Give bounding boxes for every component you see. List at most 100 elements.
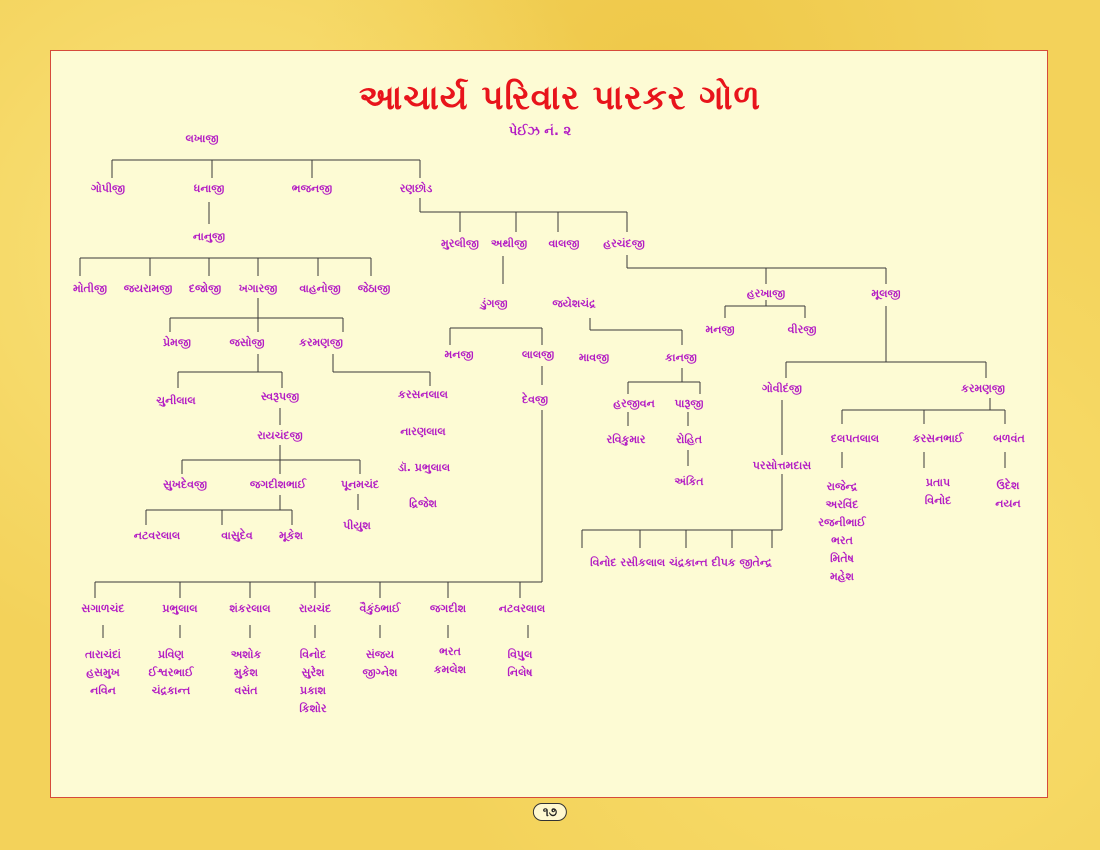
node-nanuji: નાનુજી: [192, 230, 226, 243]
node-paruji: પારૂજી: [674, 397, 704, 410]
page-number: ૧૭: [532, 803, 568, 821]
list-item: તારાચંદાં: [84, 648, 122, 661]
node-murliji: મુરલીજી: [441, 237, 479, 250]
node-ankit: અંકિત: [674, 475, 704, 488]
node-dr-prabhulal: ડૉ. પ્રભુલાલ: [397, 461, 451, 474]
node-dungji: ડુંગજી: [480, 297, 508, 310]
list-balvant-children: ઉદેશ નયન: [995, 477, 1020, 513]
node-lalji: લાલજી: [521, 348, 555, 361]
node-karsanlal: કરસનલાલ: [398, 388, 448, 401]
list-item: રાજેન્દ્ર: [826, 480, 858, 493]
list-item: કમલેશ: [433, 663, 467, 676]
list-item: જીગ્નેશ: [362, 666, 398, 679]
node-jayramji: જયરામજી: [123, 282, 173, 295]
list-shankarlal-children: અશોક મુકેશ વસંત: [231, 646, 262, 700]
node-lakhaji: લખાજી: [185, 132, 219, 145]
list-item: વિનોદ: [299, 648, 327, 661]
page-title: આચાર્ય પરિવાર પારકર ગોળ: [359, 78, 761, 118]
node-khagarji: ખગારજી: [238, 282, 278, 295]
list-item: મિતેષ: [830, 552, 854, 565]
node-parsotamdas-sons: વિનોદ રસીકલાલ ચંદ્રકાન્ત દીપક જીતેન્દ્ર: [590, 556, 772, 569]
list-item: ભરત: [831, 534, 853, 547]
page-frame: [50, 50, 1048, 798]
list-karsanbhai-children: પ્રતાપ વિનોદ: [925, 474, 951, 510]
list-item: પ્રવિણ: [157, 648, 185, 661]
list-item: નિલેષ: [507, 666, 533, 679]
node-karmanji-1: કરમણજી: [299, 336, 343, 349]
node-harkhaji: હરખાજી: [746, 287, 786, 300]
list-jagdish-children: ભરત કમલેશ: [434, 643, 466, 679]
node-parsotamdas: પરસોત્તમદાસ: [752, 459, 812, 472]
list-item: પ્રતાપ: [925, 476, 951, 489]
node-devji: દેવજી: [521, 393, 549, 406]
node-jagdish: જગદીશ: [429, 602, 467, 615]
node-jasoji: જસોજી: [229, 336, 265, 349]
node-chunilal: ચુનીલાલ: [156, 394, 196, 407]
node-naranlal: નારણલાલ: [400, 425, 446, 438]
node-harchandji: હરચંદજી: [603, 237, 645, 250]
list-item: અશોક: [230, 648, 262, 661]
node-viraji: વીરજી: [787, 323, 817, 336]
node-swarupji: સ્વરૂપજી: [260, 390, 300, 403]
list-item: વસંત: [234, 684, 258, 697]
list-item: વિપુલ: [507, 648, 533, 661]
list-item: વિનોદ: [924, 494, 952, 507]
list-item: કિશોર: [299, 702, 327, 715]
list-item: સુરેશ: [301, 666, 325, 679]
node-motiji: મોતીજી: [72, 282, 108, 295]
node-govindji: ગોવીદંજી: [762, 382, 802, 395]
list-item: નવિન: [90, 684, 116, 697]
list-item: મહેશ: [829, 570, 855, 583]
list-natvarlal-2-children: વિપુલ નિલેષ: [507, 646, 532, 682]
node-sukhdevji: સુખદેવજી: [163, 478, 207, 491]
node-vahanoji: વાહનોજી: [299, 282, 341, 295]
node-karsanbhai: કરસનભાઈ: [912, 432, 964, 445]
node-manji-2: મનજી: [705, 323, 735, 336]
list-item: અરવિંદ: [825, 498, 859, 511]
node-sagalchand: સગાળચંદ: [81, 602, 125, 615]
node-piyush: પીયુશ: [343, 519, 371, 532]
node-karmanji-2: કરમણજી: [961, 382, 1005, 395]
list-raychand-children: વિનોદ સુરેશ પ્રકાશ કિશોર: [299, 646, 326, 718]
list-item: રજનીભાઈ: [818, 516, 866, 529]
node-ranchhod: રણછોડ: [399, 182, 433, 195]
node-mulaji: મૂલજી: [871, 287, 901, 300]
list-item: ચંદ્રકાન્ત: [151, 684, 191, 697]
node-valji: વાલજી: [548, 237, 580, 250]
list-item: ભરત: [439, 645, 461, 658]
node-premji: પ્રેમજી: [163, 336, 191, 349]
node-harjivan: હરજીવન: [613, 397, 655, 410]
node-jagdishbhai: જગદીશભાઈ: [249, 478, 307, 491]
node-jethaji: જેઠાજી: [357, 282, 391, 295]
node-natvarlal-2: નટવરલાલ: [498, 602, 546, 615]
node-athiji: અથીજી: [490, 237, 528, 250]
node-raychandji: રાયચંદજી: [257, 429, 303, 442]
list-item: ઈશ્વરભાઈ: [148, 666, 194, 679]
list-item: મુકેશ: [233, 666, 259, 679]
node-raychand: રાયચંદ: [298, 602, 332, 615]
page-subtitle: પેઈઝ નં. ૨: [508, 124, 572, 139]
node-rohit: રોહિત: [675, 433, 703, 446]
node-dhanaji: ધનાજી: [193, 182, 225, 195]
node-dajoji: દજોજી: [188, 282, 222, 295]
list-item: સંજય: [365, 648, 395, 661]
list-vaikunthbhai-children: સંજય જીગ્નેશ: [363, 646, 398, 682]
node-bhajanji: ભજનજી: [291, 182, 333, 195]
list-sagalchand-children: તારાચંદાં હસમુખ નવિન: [85, 646, 121, 700]
node-prabhulal: પ્રભુલાલ: [162, 602, 198, 615]
node-balvant: બળવંત: [993, 432, 1025, 445]
node-kanji: કાનજી: [665, 351, 697, 364]
node-dalpatlal: દલપતલાલ: [830, 432, 880, 445]
list-dalpatlal-children: રાજેન્દ્ર અરવિંદ રજનીભાઈ ભરત મિતેષ મહેશ: [818, 478, 865, 586]
node-vasudev: વાસુદેવ: [221, 529, 253, 542]
list-item: ઉદેશ: [996, 479, 1020, 492]
node-natvarlal-1: નટવરલાલ: [133, 529, 181, 542]
node-ravikumar: રવિકુમાર: [606, 433, 646, 446]
node-jayeshchandra: જયેશચંદ્ર: [552, 297, 596, 310]
node-gopiji: ગોપીજી: [90, 182, 126, 195]
node-mukesh-1: મૂકેશ: [278, 529, 304, 542]
list-item: નયન: [995, 497, 1021, 510]
node-drijesh: દ્રિજેશ: [409, 497, 437, 510]
node-shankarlal: શંકરલાલ: [229, 602, 271, 615]
